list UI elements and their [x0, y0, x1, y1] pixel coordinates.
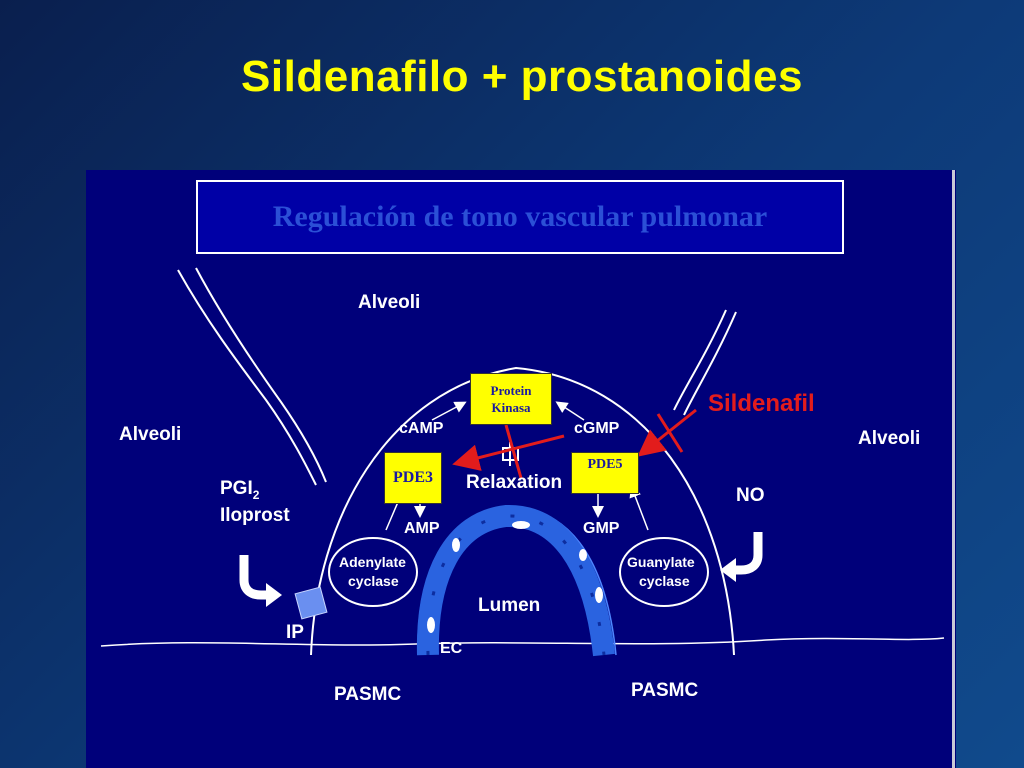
cgmp-to-protein-arrow — [555, 401, 585, 421]
sildenafil-label: Sildenafil — [708, 390, 815, 417]
ec-label: EC — [440, 640, 463, 657]
pde5-box: PDE5 — [571, 452, 639, 494]
alveolar-wall-right — [673, 309, 727, 411]
endothelial-nucleus — [452, 538, 460, 552]
iloprost-label: Iloprost — [220, 505, 290, 526]
guanylate-to-cgmp-arrow — [629, 485, 649, 531]
adenylate-cyclase-shape — [328, 537, 418, 607]
pasmc-arch — [310, 366, 735, 656]
guanylate-label: Guanylate — [627, 554, 695, 570]
slide-title: Sildenafilo + prostanoides — [241, 52, 803, 101]
gmp-label: GMP — [583, 520, 620, 537]
endothelial-nucleus — [427, 617, 435, 633]
alveoli-right-label: Alveoli — [858, 428, 921, 449]
alveoli-top-label: Alveoli — [358, 292, 421, 313]
diagram-panel: Regulación de tono vascular pulmonar Alv… — [86, 170, 956, 768]
alveolar-wall-right-inner — [683, 311, 737, 416]
lumen-label: Lumen — [478, 595, 541, 616]
endothelial-nucleus — [579, 549, 587, 561]
baseline-membrane — [100, 637, 945, 647]
alveoli-left-label: Alveoli — [119, 424, 182, 445]
protein-to-relaxation-red-line — [504, 424, 523, 479]
ip-label: IP — [286, 622, 304, 643]
panel-edge — [952, 170, 955, 768]
sildenafil-inhibition-bar — [656, 413, 684, 453]
diagram-header: Regulación de tono vascular pulmonar — [196, 180, 844, 254]
alveolar-wall-left — [177, 269, 317, 486]
camp-label: cAMP — [399, 420, 444, 437]
pasmc-right-label: PASMC — [631, 680, 699, 701]
pde3-box: PDE3 — [384, 452, 442, 504]
pgi2-curved-arrow — [239, 555, 268, 600]
guanylate-cyclase-label: cyclase — [639, 573, 690, 589]
amp-label: AMP — [404, 520, 440, 537]
cgmp-label: cGMP — [574, 420, 620, 437]
protein-label: Protein — [490, 383, 532, 398]
alveolar-wall-left-inner — [195, 267, 327, 483]
protein-kinasa-box: Protein Kinasa — [470, 373, 552, 425]
no-curved-arrow — [734, 532, 763, 575]
endothelial-nucleus — [595, 587, 603, 603]
no-label: NO — [736, 485, 765, 506]
relaxation-label: Relaxation — [466, 472, 563, 493]
adenylate-cyclase-label: cyclase — [348, 573, 399, 589]
pasmc-left-label: PASMC — [334, 684, 402, 705]
guanylate-cyclase-shape — [619, 537, 709, 607]
diagram-artwork — [100, 267, 945, 657]
ip-receptor — [294, 586, 328, 620]
camp-to-protein-arrow — [431, 401, 467, 421]
endothelium-layer — [416, 504, 615, 657]
kinasa-label: Kinasa — [491, 400, 531, 415]
protein-to-pde3-red-arrow — [452, 434, 565, 471]
pgi2-label: PGI2 — [220, 478, 260, 502]
adenylate-label: Adenylate — [339, 554, 406, 570]
endothelial-nucleus — [512, 521, 530, 529]
